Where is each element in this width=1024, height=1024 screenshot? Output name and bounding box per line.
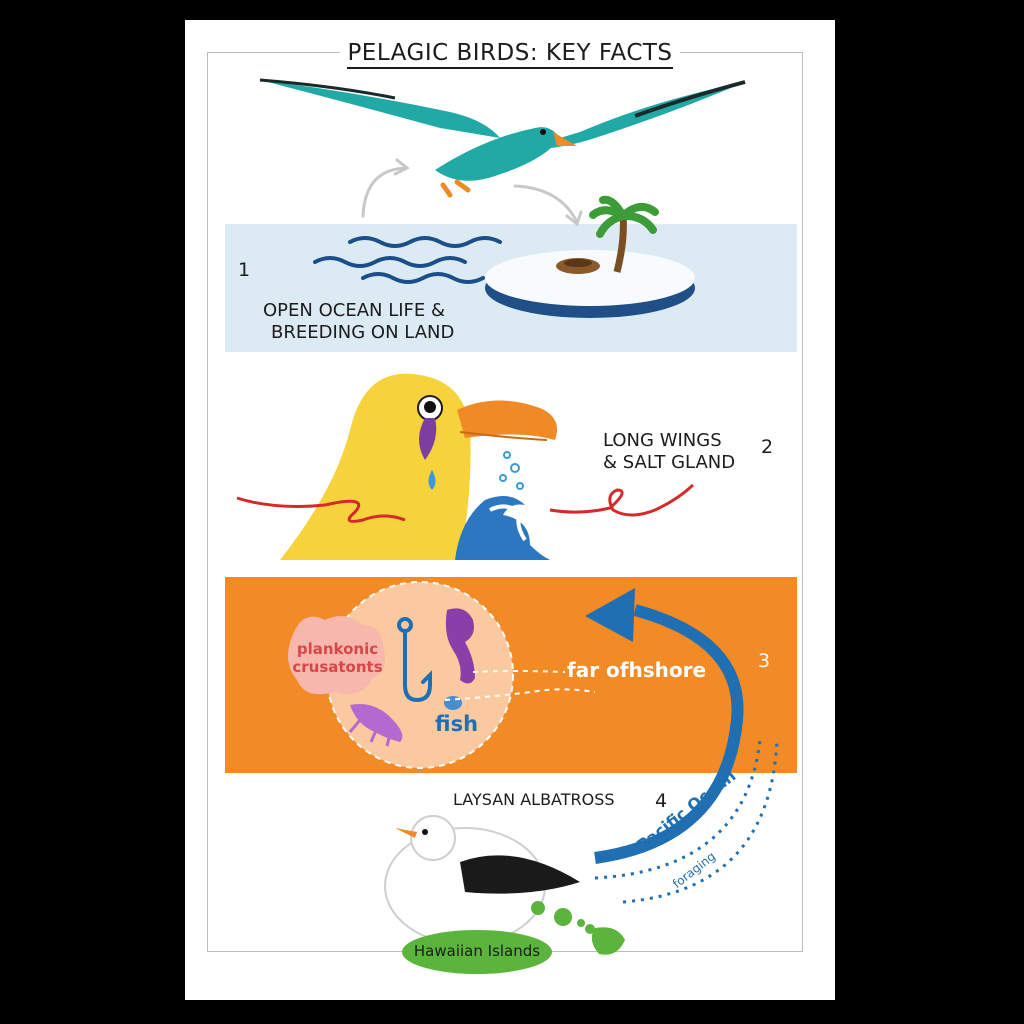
section-1-line-2: BREEDING ON LAND [271,322,455,343]
wingspan-line-icon [236,483,695,523]
flying-albatross-icon [259,78,746,198]
section-1-caption: OPEN OCEAN LIFE & BREEDING ON LAND [263,300,454,344]
section-1-line-1: OPEN OCEAN LIFE & [263,300,446,321]
yellow-albatross-icon [280,373,558,560]
shrimp-icon [348,704,403,747]
wave-splash-icon [455,451,550,560]
fishhook-icon [397,617,432,703]
ocean-waves-icon [313,236,502,284]
section-2-line-1: LONG WINGS [603,430,722,451]
offshore-dashed-line [444,670,596,701]
hawaiian-islands-map-icon [531,901,625,955]
section-4-number: 4 [655,790,668,812]
seahorse-icon [445,608,475,684]
section-1-number: 1 [238,259,251,281]
species-label: LAYSAN ALBATROSS [453,790,615,809]
migration-arrow-icon [361,158,583,227]
prey-plankton-label: plankonic crusatonts [292,640,383,676]
section-2-number: 2 [761,436,774,458]
infographic-card: PELAGIC BIRDS: KEY FACTS 1 OPEN OCEAN LI… [185,20,835,1000]
laysan-albatross-icon [384,815,580,958]
section-2-caption: LONG WINGS & SALT GLAND [603,430,735,474]
section-2-line-2: & SALT GLAND [603,452,736,473]
island-nest-icon [485,195,695,318]
page-title: PELAGIC BIRDS: KEY FACTS [340,38,680,69]
far-offshore-label: far ofhshore [567,658,707,682]
fish-label: fish [435,712,479,736]
hawaiian-islands-label: Hawaiian Islands [413,942,541,960]
illustration-layer [236,78,779,974]
section-3-number: 3 [758,650,771,672]
hawaiian-islands-badge [402,930,552,974]
return-arrow-icon [585,588,779,904]
